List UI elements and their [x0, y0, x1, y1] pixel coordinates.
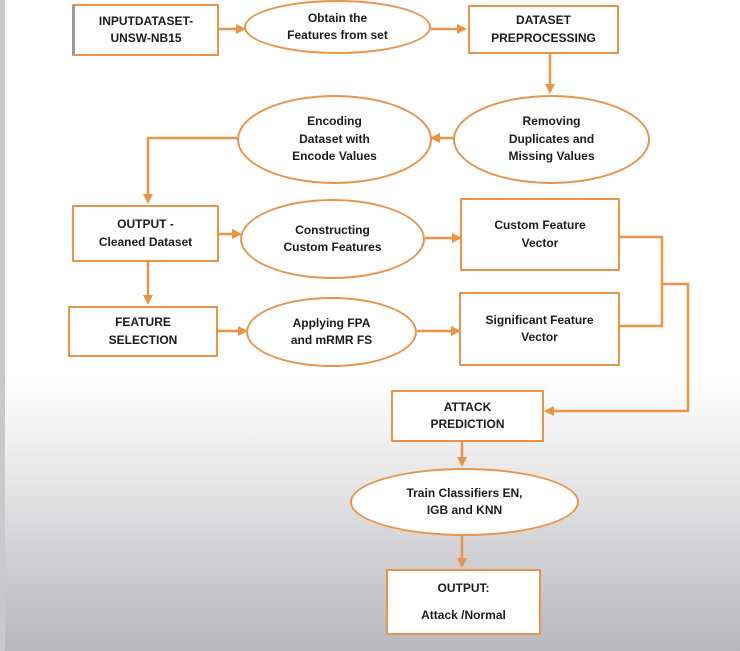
node-obtain-features: Obtain the Features from set — [244, 0, 431, 54]
node-significant-feature-vector: Significant Feature Vector — [459, 292, 620, 366]
node-constructing-features: Constructing Custom Features — [240, 199, 425, 279]
node-final-output: OUTPUT: Attack /Normal — [386, 569, 541, 635]
arrow-encode-to-output — [143, 136, 237, 204]
node-train-classifiers: Train Classifiers EN, IGB and KNN — [350, 468, 579, 536]
node-encoding-dataset: Encoding Dataset with Encode Values — [237, 95, 432, 184]
window-edge — [0, 0, 5, 651]
node-feature-selection: FEATURE SELECTION — [68, 306, 218, 357]
node-input-dataset: INPUTDATASET- UNSW-NB15 — [72, 4, 219, 56]
node-applying-fpa: Applying FPA and mRMR FS — [246, 297, 417, 367]
node-dataset-preprocessing: DATASET PREPROCESSING — [468, 5, 619, 54]
arrow-vectors-to-attack — [544, 282, 690, 416]
node-attack-prediction: ATTACK PREDICTION — [391, 390, 544, 442]
node-removing-duplicates: Removing Duplicates and Missing Values — [453, 95, 650, 184]
node-custom-feature-vector: Custom Feature Vector — [460, 198, 620, 271]
connector-customvec-merge — [620, 235, 664, 328]
node-output-cleaned-dataset: OUTPUT - Cleaned Dataset — [72, 205, 219, 262]
